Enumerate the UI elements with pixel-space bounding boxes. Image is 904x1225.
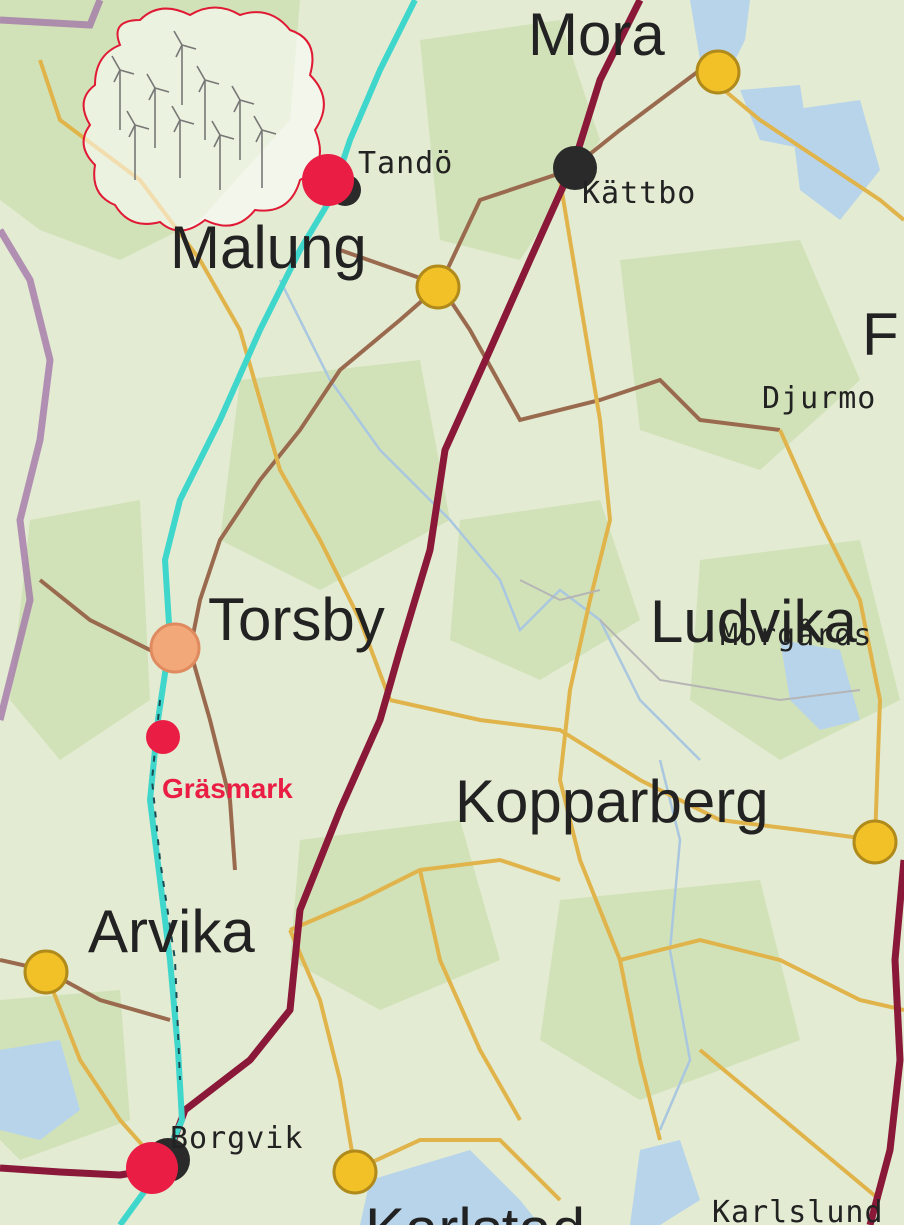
marker-tando[interactable] — [302, 154, 354, 206]
county-borders — [0, 0, 104, 721]
city-dot-mora[interactable] — [695, 49, 741, 95]
red-markers — [126, 154, 354, 1194]
substation-kattbo[interactable] — [553, 146, 597, 190]
city-dot-arvika[interactable] — [23, 949, 69, 995]
label-tando: Tandö — [358, 146, 453, 181]
marker-grasmark[interactable] — [146, 720, 180, 754]
city-dot-torsby[interactable] — [149, 622, 201, 674]
minor-roads — [519, 579, 861, 702]
label-f-partial: F — [862, 301, 899, 368]
label-kopparberg: Kopparberg — [455, 768, 769, 835]
label-karlstad: Karlstad — [365, 1196, 585, 1225]
label-arvika: Arvika — [88, 898, 255, 965]
city-dot-malung[interactable] — [415, 264, 461, 310]
label-kattbo: Kättbo — [582, 176, 696, 211]
label-borgvik: Borgvik — [170, 1121, 303, 1156]
city-dot-kopparberg[interactable] — [852, 819, 898, 865]
city-dots — [23, 49, 898, 1195]
label-torsby: Torsby — [208, 586, 385, 653]
lakes — [0, 0, 880, 1225]
label-morgardshammar: Morgårds — [720, 618, 873, 653]
city-dot-karlstad[interactable] — [332, 1149, 378, 1195]
rivers — [278, 279, 701, 1131]
label-malung: Malung — [170, 214, 367, 281]
label-mora: Mora — [528, 1, 665, 68]
label-grasmark: Gräsmark — [162, 773, 293, 804]
marker-borgvik[interactable] — [126, 1142, 178, 1194]
wind-turbine-icon — [111, 30, 277, 190]
wind-farm-cloud[interactable] — [82, 6, 325, 232]
label-ludvika: Ludvika — [650, 588, 857, 655]
label-karlslund: Karlslund — [712, 1195, 884, 1225]
label-djurmo: Djurmo — [762, 381, 876, 416]
